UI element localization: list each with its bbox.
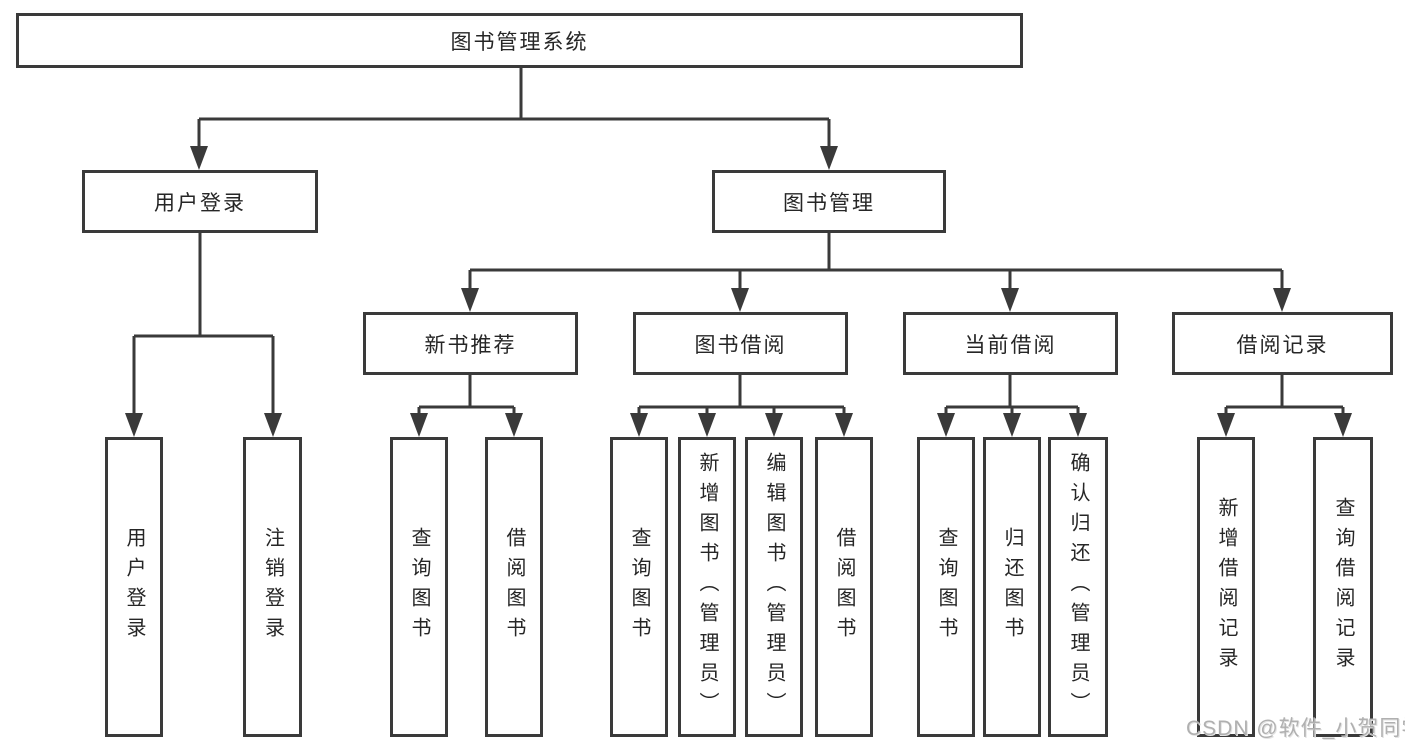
node-label: 用户登录 [154, 191, 246, 215]
node-label: 图书管理 [783, 191, 875, 215]
node-label: 图书借阅 [694, 333, 787, 357]
node-label: 查询图书 [408, 527, 430, 647]
arrowheads [125, 146, 1352, 437]
node-new-book-recommendation: 新书推荐 [363, 312, 578, 375]
leaf-return-book: 归还图书 [983, 437, 1041, 737]
leaf-edit-book-admin: 编辑图书（管理员） [745, 437, 803, 737]
leaf-query-books-3: 查询图书 [917, 437, 975, 737]
node-label: 借阅图书 [503, 527, 525, 647]
node-label: 新书推荐 [424, 333, 517, 357]
node-label: 查询图书 [935, 527, 957, 647]
node-label: 新增图书（管理员） [696, 452, 718, 722]
node-label: 查询借阅记录 [1332, 497, 1354, 677]
node-label: 借阅图书 [833, 527, 855, 647]
node-label: 新增借阅记录 [1215, 497, 1237, 677]
node-label: 注销登录 [261, 527, 284, 647]
leaf-borrow-books-1: 借阅图书 [485, 437, 543, 737]
node-label: 查询图书 [628, 527, 650, 647]
node-label: 用户登录 [123, 527, 145, 647]
node-root-library-system: 图书管理系统 [16, 13, 1023, 68]
leaf-user-login: 用户登录 [105, 437, 163, 737]
node-label: 确认归还（管理员） [1067, 452, 1089, 722]
leaf-borrow-books-2: 借阅图书 [815, 437, 873, 737]
node-book-borrowing: 图书借阅 [633, 312, 848, 375]
node-label: 图书管理系统 [450, 30, 589, 54]
node-label: 归还图书 [1001, 527, 1023, 647]
node-label: 编辑图书（管理员） [763, 452, 785, 722]
node-borrowing-records: 借阅记录 [1172, 312, 1393, 375]
leaf-logout: 注销登录 [243, 437, 302, 737]
connector-paths [132, 68, 1345, 415]
node-current-borrowing: 当前借阅 [903, 312, 1118, 375]
leaf-add-borrow-record: 新增借阅记录 [1197, 437, 1255, 737]
leaf-add-book-admin: 新增图书（管理员） [678, 437, 736, 737]
leaf-confirm-return-admin: 确认归还（管理员） [1048, 437, 1108, 737]
node-label: 当前借阅 [964, 333, 1057, 357]
node-user-login: 用户登录 [82, 170, 318, 233]
node-book-management: 图书管理 [712, 170, 946, 233]
leaf-query-books-1: 查询图书 [390, 437, 448, 737]
leaf-query-borrow-record: 查询借阅记录 [1313, 437, 1373, 737]
node-label: 借阅记录 [1236, 333, 1329, 357]
csdn-watermark: CSDN @软件_小贺同学 [1186, 717, 1405, 740]
leaf-query-books-2: 查询图书 [610, 437, 668, 737]
